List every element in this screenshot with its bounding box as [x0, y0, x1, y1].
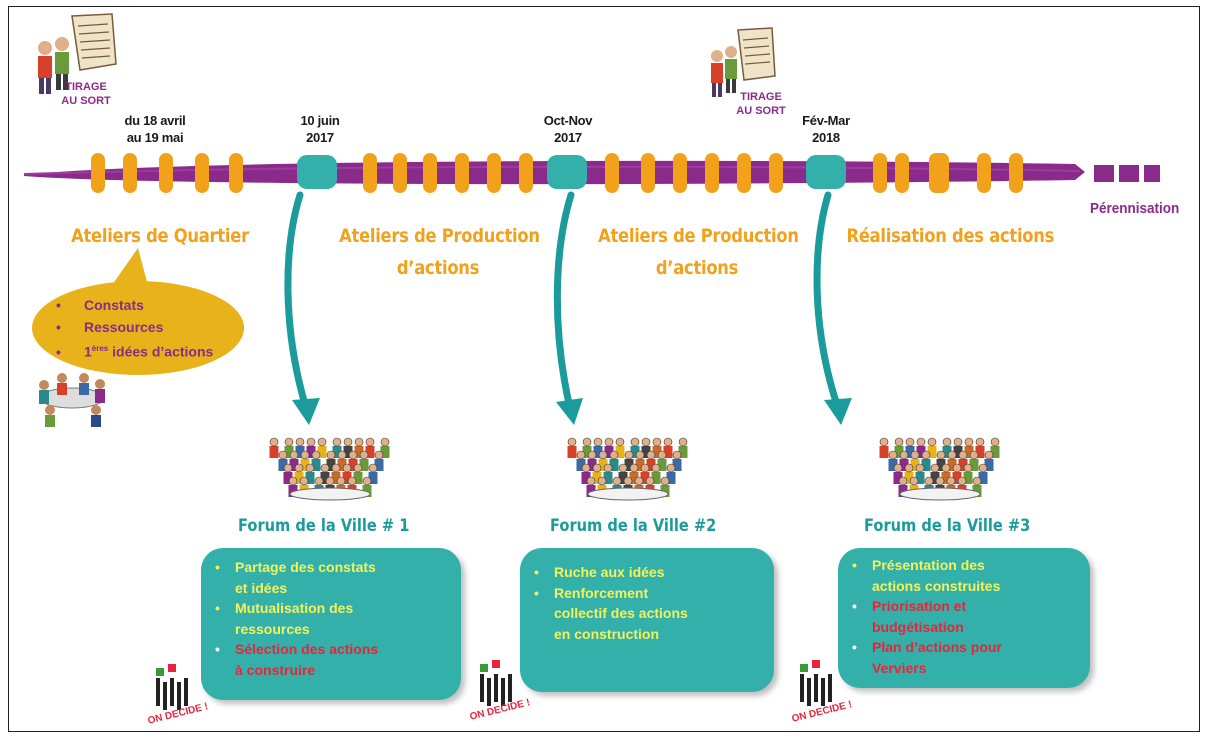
- tirage-au-sort-icon-2: [711, 27, 776, 97]
- timeline-step: [705, 153, 719, 193]
- raised-hands-icon-3: [800, 660, 832, 706]
- crowd-icons: [269, 437, 1000, 501]
- timeline-step: [159, 153, 173, 193]
- crowd-icon-1: [269, 437, 390, 501]
- crowd-icon-2: [567, 437, 688, 501]
- arrowhead-2-icon: [556, 398, 583, 425]
- timeline-step: [123, 153, 137, 193]
- timeline-step: [1009, 153, 1023, 193]
- phase-label-1: Ateliers de Quartier: [71, 225, 249, 247]
- figure-frame: [8, 6, 1200, 732]
- list-item: Ressources: [56, 316, 213, 338]
- milestone-markers: [297, 155, 846, 189]
- tirage-au-sort-label-2: TIRAGE AU SORT: [736, 91, 786, 117]
- timeline-step: [873, 153, 887, 193]
- timeline-step: [929, 153, 949, 193]
- timeline-steps: [91, 153, 1023, 193]
- timeline-step: [487, 153, 501, 193]
- forum-title-1: Forum de la Ville # 1: [238, 516, 410, 536]
- timeline-step: [895, 153, 909, 193]
- timeline-step: [641, 153, 655, 193]
- milestone-marker-3: [806, 155, 846, 189]
- timeline-step: [91, 153, 105, 193]
- tirage-au-sort-icon: [38, 13, 117, 94]
- timeline-step: [393, 153, 407, 193]
- arrow-forum-2: [553, 191, 575, 412]
- milestone-marker-1: [297, 155, 337, 189]
- timeline-step: [673, 153, 687, 193]
- timeline-step: [737, 153, 751, 193]
- arrowhead-1-icon: [292, 398, 320, 425]
- timeline-step: [605, 153, 619, 193]
- milestone-marker-2: [547, 155, 587, 189]
- forum-arrows: [284, 191, 842, 412]
- arrowhead-3-icon: [824, 398, 852, 425]
- raised-hands-icon-1: [156, 664, 188, 710]
- forum-2-list: Ruche aux idéesRenforcementcollectif des…: [520, 548, 774, 644]
- timeline-step: [229, 153, 243, 193]
- timeline-step: [455, 153, 469, 193]
- timeline-step: [769, 153, 783, 193]
- raised-hands-icon-2: [480, 660, 512, 706]
- tirage-au-sort-label: TIRAGE AU SORT: [61, 81, 111, 107]
- forum-box-2: Ruche aux idéesRenforcementcollectif des…: [520, 548, 774, 692]
- list-item: 1ères idées d’actions: [56, 338, 213, 363]
- timeline-step: [977, 153, 991, 193]
- forum-title-2: Forum de la Ville #2: [550, 516, 717, 536]
- arrow-forum-3: [813, 191, 842, 412]
- forum-title-3: Forum de la Ville #3: [864, 516, 1031, 536]
- crowd-icon-3: [879, 437, 1000, 501]
- timeline-step: [363, 153, 377, 193]
- atelier-outputs-list: Constats Ressources 1ères idées d’action…: [56, 294, 213, 363]
- timeline-step: [519, 153, 533, 193]
- perennisation-label: Pérennisation: [1090, 200, 1180, 217]
- timeline-step: [423, 153, 437, 193]
- forum-2-item: Ruche aux idées: [520, 562, 774, 583]
- on-decide-icons: [156, 660, 832, 710]
- phase-label-4: Réalisation des actions: [846, 225, 1055, 247]
- arrow-forum-1: [284, 191, 310, 412]
- workshop-table-icon: [39, 373, 105, 427]
- list-item: Constats: [56, 294, 213, 316]
- timeline-step: [195, 153, 209, 193]
- perennisation-squares-icon: [1094, 165, 1160, 182]
